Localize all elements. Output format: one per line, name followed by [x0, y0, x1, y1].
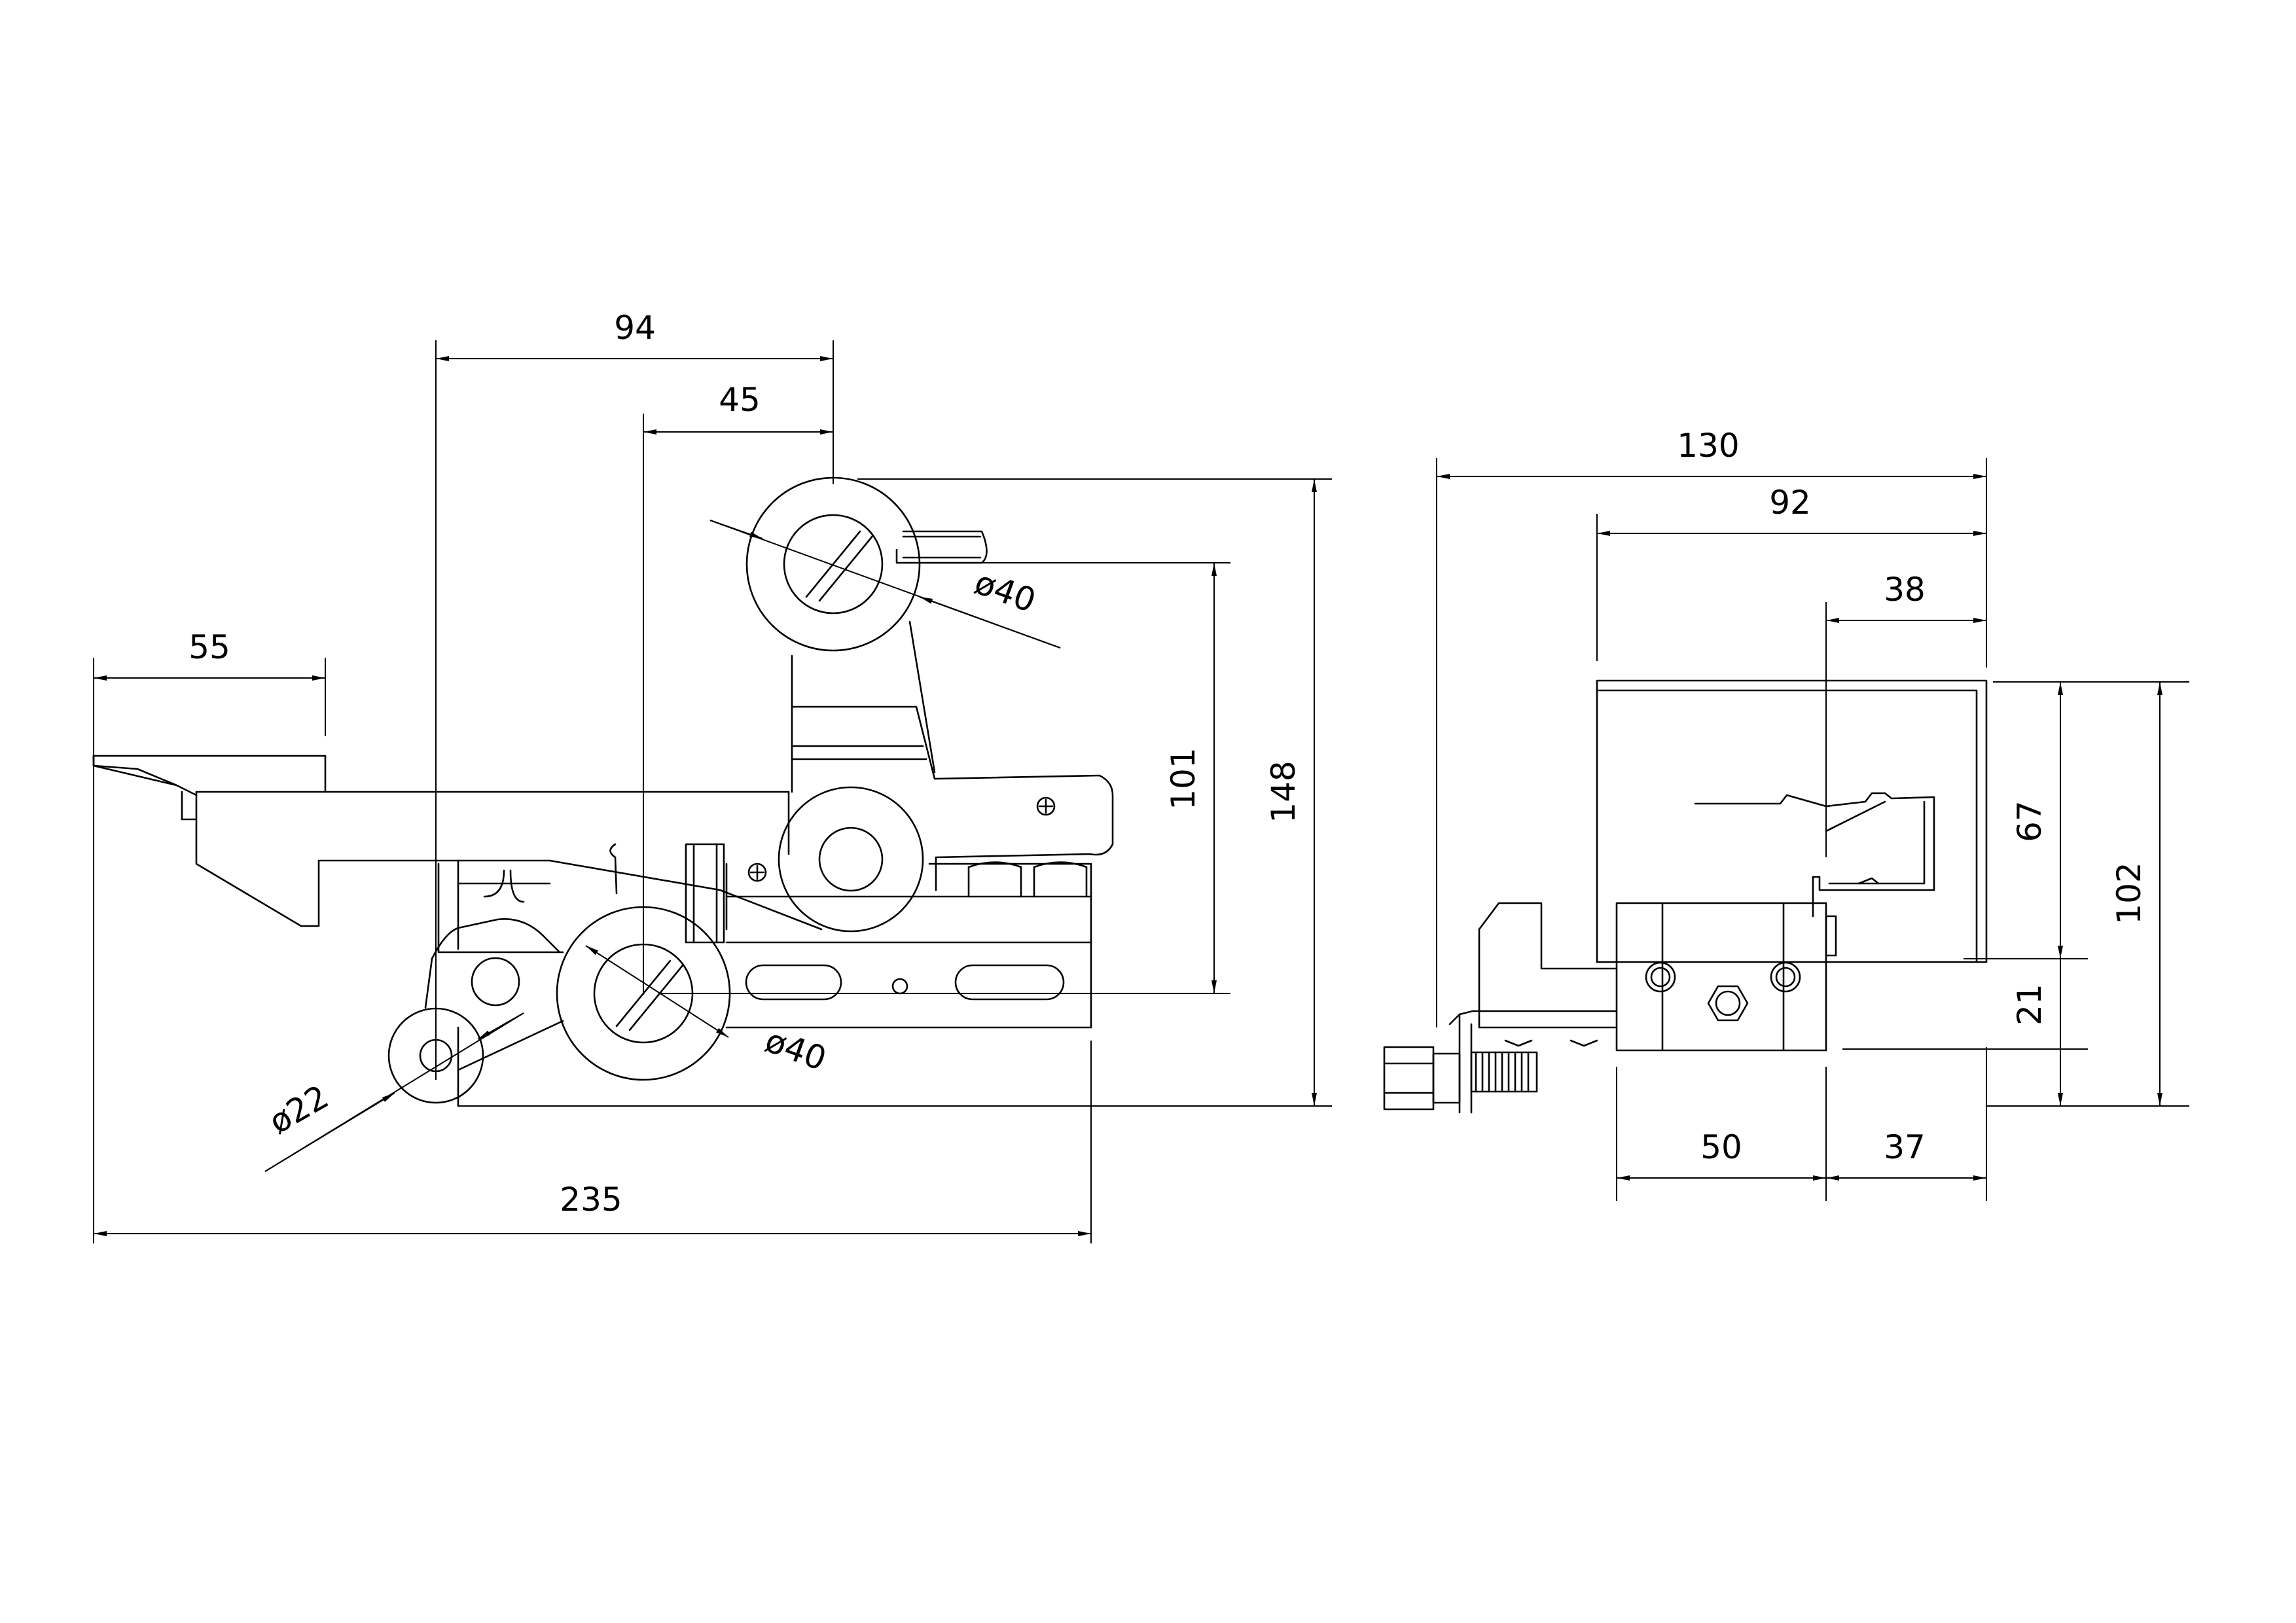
dim-upper-roller-diameter: ø40 [970, 563, 1041, 620]
dim-38: 38 [1884, 571, 1926, 609]
side-arm-lever [791, 530, 1114, 891]
lower-roller [556, 906, 731, 1081]
front-view-labels: 130 92 38 50 37 67 21 102 [1677, 427, 2148, 1166]
dim-101: 101 [1164, 747, 1202, 810]
front-bolt [1383, 1046, 1538, 1111]
dim-45: 45 [719, 381, 761, 419]
small-roller-link [387, 918, 564, 1104]
dim-67: 67 [2011, 800, 2049, 842]
dim-50: 50 [1700, 1128, 1742, 1166]
left-platform [92, 755, 790, 927]
dim-37: 37 [1884, 1128, 1926, 1166]
dim-148: 148 [1265, 760, 1302, 823]
dim-small-roller-diameter: ø22 [262, 1078, 335, 1141]
dim-94: 94 [614, 309, 656, 347]
side-view: 94 45 55 235 148 101 ø40 ø40 ø22 [92, 309, 1332, 1243]
dim-lower-roller-diameter: ø40 [761, 1022, 831, 1079]
front-mount-block [1448, 902, 1837, 1114]
dim-55: 55 [188, 628, 230, 666]
dim-102: 102 [2110, 862, 2148, 924]
front-view-dimension-lines [1437, 474, 2162, 1181]
side-base-frame [437, 791, 1092, 1107]
front-view-extension-lines [1436, 458, 2189, 1201]
front-view: 130 92 38 50 37 67 21 102 [1383, 427, 2189, 1201]
dim-92: 92 [1769, 484, 1811, 522]
middle-roller [778, 786, 924, 933]
side-view-labels: 94 45 55 235 148 101 ø40 ø40 ø22 [188, 309, 1302, 1219]
dim-235: 235 [560, 1181, 622, 1219]
side-vertical-post [609, 843, 767, 944]
dim-130: 130 [1677, 427, 1739, 465]
front-box-housing [1596, 679, 1988, 963]
dim-21: 21 [2011, 984, 2049, 1026]
side-view-extension-lines [93, 340, 1332, 1243]
side-view-dimension-lines [94, 356, 1317, 1236]
upper-roller [745, 476, 921, 652]
